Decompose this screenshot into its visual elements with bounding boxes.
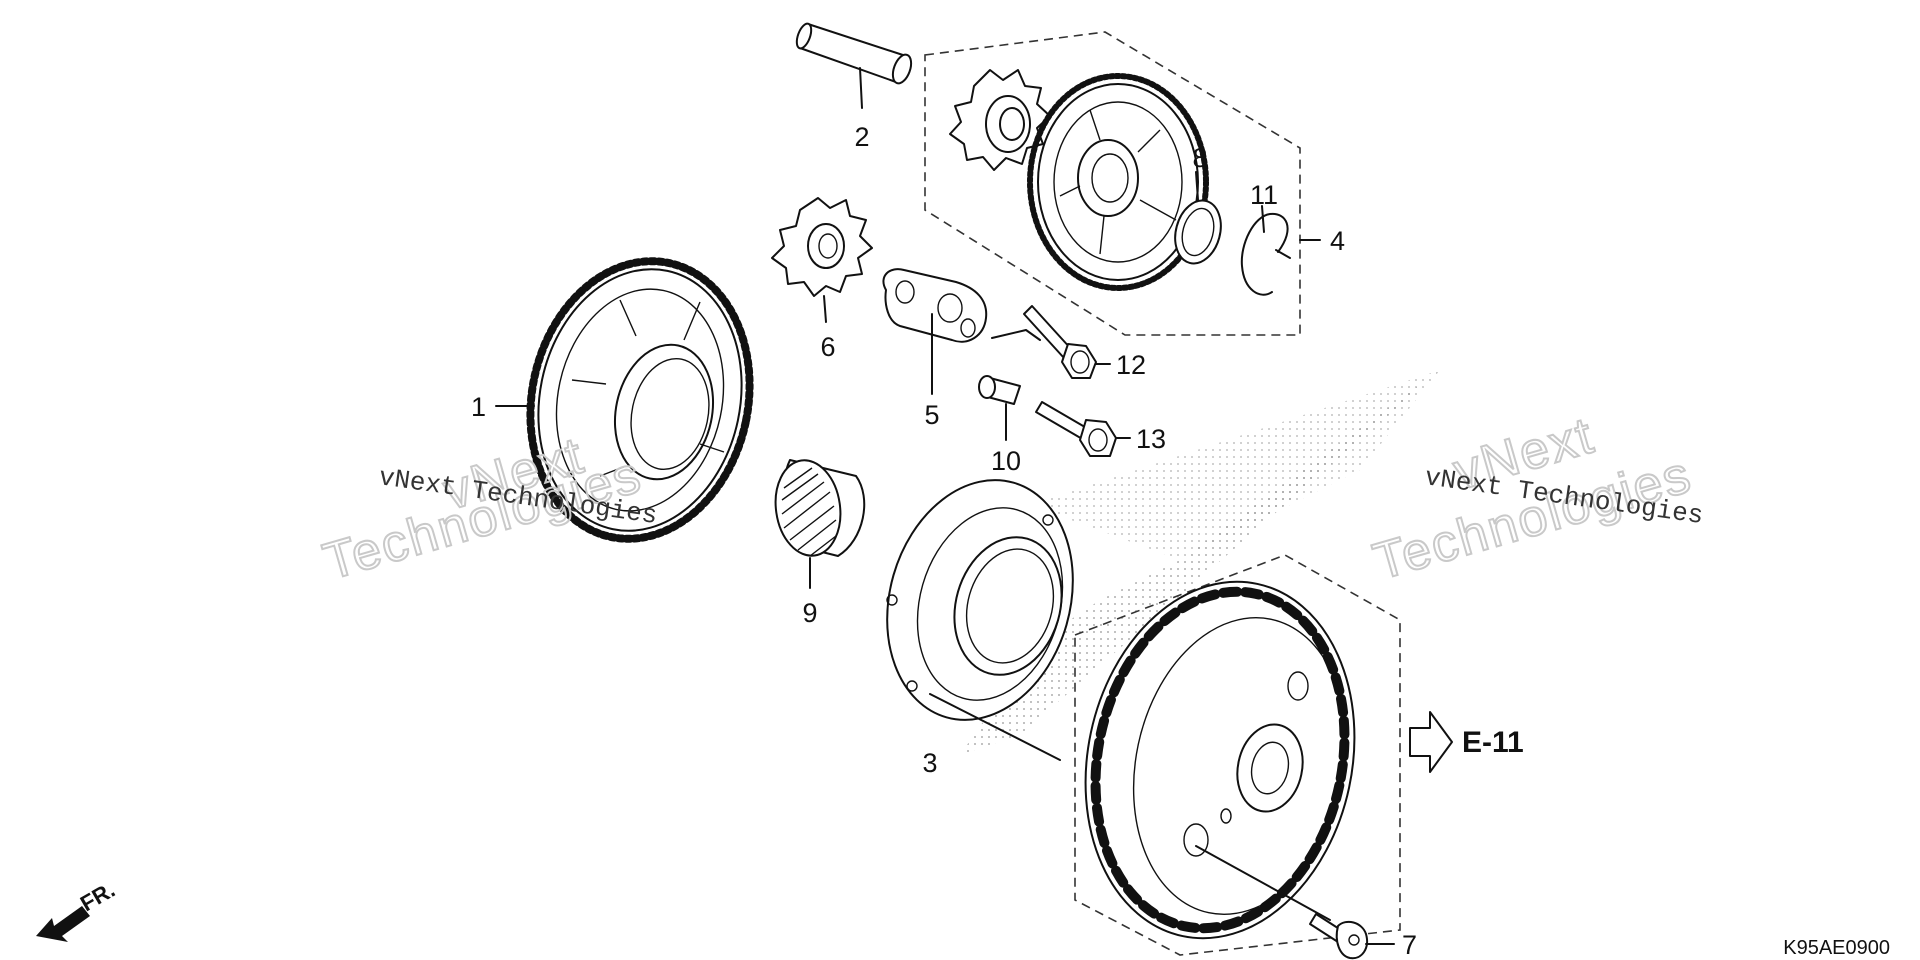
callout-5: 5 xyxy=(924,400,939,430)
front-direction-indicator: FR. xyxy=(36,877,119,942)
callout-9: 9 xyxy=(802,598,817,628)
part-5-plate[interactable] xyxy=(882,268,988,343)
part-1-driven-gear[interactable] xyxy=(505,241,774,560)
callout-13: 13 xyxy=(1136,424,1166,454)
part-7-bolt[interactable] xyxy=(1309,913,1368,960)
callout-7: 7 xyxy=(1402,930,1417,960)
diagram-code: K95AE0900 xyxy=(1783,937,1890,959)
leader-lines xyxy=(495,67,1395,945)
part-8-washer[interactable] xyxy=(1168,195,1227,268)
assembly-4-boundary xyxy=(924,31,1301,336)
clutch-housing xyxy=(1084,580,1356,940)
callout-8: 8 xyxy=(1192,143,1207,173)
reference-arrow-e11[interactable]: E-11 xyxy=(1409,711,1524,773)
callout-6: 6 xyxy=(820,332,835,362)
part-9-needle-bearing[interactable] xyxy=(770,456,866,560)
callout-11: 11 xyxy=(1250,180,1278,210)
part-2-pin[interactable] xyxy=(794,22,915,86)
part-11-circlip[interactable] xyxy=(1240,212,1291,296)
part-10-dowel[interactable] xyxy=(978,375,1021,405)
reference-label: E-11 xyxy=(1462,726,1524,759)
callout-2: 2 xyxy=(854,122,869,152)
watermark-right: vNext Technologies vNext Technologies xyxy=(1366,405,1705,592)
part-12-bolt[interactable] xyxy=(1023,305,1097,379)
part-13-bolt[interactable] xyxy=(1035,401,1117,457)
dotted-projection-area-upper xyxy=(1030,370,1440,560)
callout-10: 10 xyxy=(991,446,1021,476)
part-6-pinion[interactable] xyxy=(771,197,873,297)
callout-4: 4 xyxy=(1330,226,1345,256)
callout-12: 12 xyxy=(1116,350,1146,380)
part-3-one-way-clutch[interactable] xyxy=(860,458,1100,742)
part-4-small-pinion[interactable] xyxy=(949,69,1051,171)
callout-1: 1 xyxy=(471,392,486,422)
callout-3: 3 xyxy=(922,748,937,778)
e11-reference-boundary xyxy=(1074,554,1401,956)
part-4-reduction-gear[interactable] xyxy=(1027,73,1209,291)
